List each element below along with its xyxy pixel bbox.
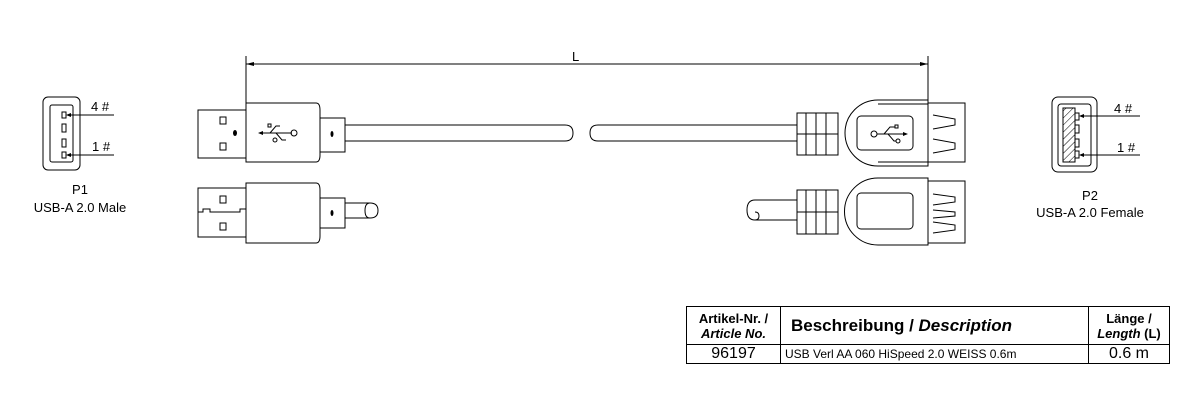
header-length: Länge / Length (L) bbox=[1088, 306, 1170, 345]
header-article-no: Artikel-Nr. / Article No. bbox=[686, 306, 781, 345]
p2-pin4-label: 4 # bbox=[1114, 101, 1133, 116]
article-number: 96197 bbox=[686, 344, 781, 364]
length-label: L bbox=[572, 49, 579, 64]
p2-pin1-label: 1 # bbox=[1117, 140, 1136, 155]
p1-id: P1 bbox=[72, 182, 88, 197]
p1-pin1-label: 1 # bbox=[92, 139, 111, 154]
female-socket-bottom bbox=[746, 177, 966, 246]
header-description: Beschreibung / Description bbox=[780, 306, 1089, 345]
table-row: 96197 USB Verl AA 060 HiSpeed 2.0 WEISS … bbox=[686, 344, 1170, 364]
p2-type: USB-A 2.0 Female bbox=[1036, 205, 1144, 220]
p1-pin4-label: 4 # bbox=[91, 99, 110, 114]
p2-connector-face: 4 # 1 # P2 USB-A 2.0 Female bbox=[1036, 96, 1144, 220]
male-plug-bottom bbox=[197, 182, 379, 244]
usb-logo-icon bbox=[870, 124, 908, 144]
length-value: 0.6 m bbox=[1088, 344, 1170, 364]
title-block-table: Artikel-Nr. / Article No. Beschreibung /… bbox=[686, 306, 1170, 364]
male-plug-top bbox=[197, 102, 797, 163]
description: USB Verl AA 060 HiSpeed 2.0 WEISS 0.6m bbox=[780, 344, 1089, 364]
length-dimension: L bbox=[245, 49, 929, 104]
p1-type: USB-A 2.0 Male bbox=[34, 200, 127, 215]
p2-id: P2 bbox=[1082, 188, 1098, 203]
table-header-row: Artikel-Nr. / Article No. Beschreibung /… bbox=[686, 306, 1170, 345]
female-socket-top bbox=[796, 99, 966, 167]
p1-connector-face: 4 # 1 # P1 USB-A 2.0 Male bbox=[34, 96, 127, 215]
usb-logo-icon bbox=[258, 123, 298, 143]
